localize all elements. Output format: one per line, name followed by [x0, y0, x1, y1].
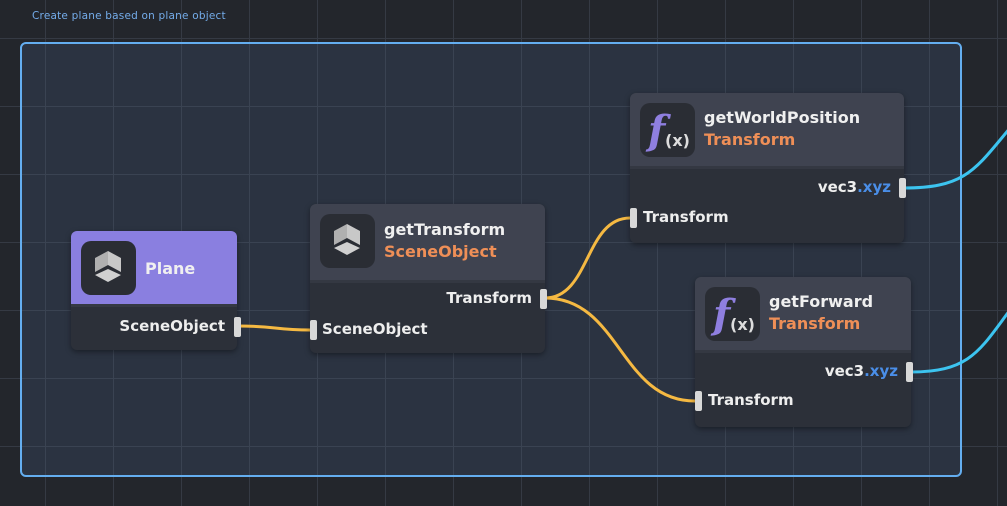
node-subtitle: SceneObject — [384, 242, 497, 261]
output-port-label: SceneObject — [119, 317, 225, 335]
node-subtitle: Transform — [704, 130, 796, 149]
output-pin[interactable] — [234, 317, 241, 337]
output-port-label: Transform — [446, 289, 532, 307]
node-title: getForward — [769, 292, 874, 311]
wire-vec3-worldpos — [903, 129, 1007, 190]
input-port-label: SceneObject — [322, 320, 428, 338]
input-pin[interactable] — [630, 208, 637, 228]
input-pin[interactable] — [695, 391, 702, 411]
node-title: Plane — [145, 259, 196, 278]
input-port-label: Transform — [708, 391, 794, 409]
wire-vec3-forward — [910, 311, 1007, 374]
output-port-label: vec3.xyz — [817, 178, 891, 196]
wire-transform-worldpos — [544, 216, 631, 300]
output-port-label: vec3.xyz — [824, 362, 898, 380]
function-icon: f(x) — [640, 103, 695, 157]
wire-transform-forward — [544, 296, 696, 403]
group-title: Create plane based on plane object — [32, 10, 226, 22]
input-pin[interactable] — [310, 320, 317, 340]
node-title: getWorldPosition — [704, 108, 861, 127]
node-plane[interactable]: Plane SceneObject — [71, 231, 241, 350]
output-pin[interactable] — [906, 362, 913, 382]
scene-object-cube-icon — [81, 241, 136, 295]
node-get-forward[interactable]: f(x) getForward Transform vec3.xyz Trans… — [695, 277, 913, 427]
node-title: getTransform — [384, 220, 506, 239]
input-port-label: Transform — [643, 208, 729, 226]
wire-sceneobject — [237, 324, 311, 332]
node-subtitle: Transform — [769, 314, 861, 333]
node-get-world-position[interactable]: f(x) getWorldPosition Transform vec3.xyz… — [630, 93, 906, 243]
output-pin[interactable] — [899, 178, 906, 198]
scene-object-cube-icon — [320, 214, 375, 268]
output-pin[interactable] — [540, 289, 547, 309]
node-get-transform[interactable]: getTransform SceneObject Transform Scene… — [310, 204, 547, 353]
function-icon: f(x) — [705, 287, 760, 341]
